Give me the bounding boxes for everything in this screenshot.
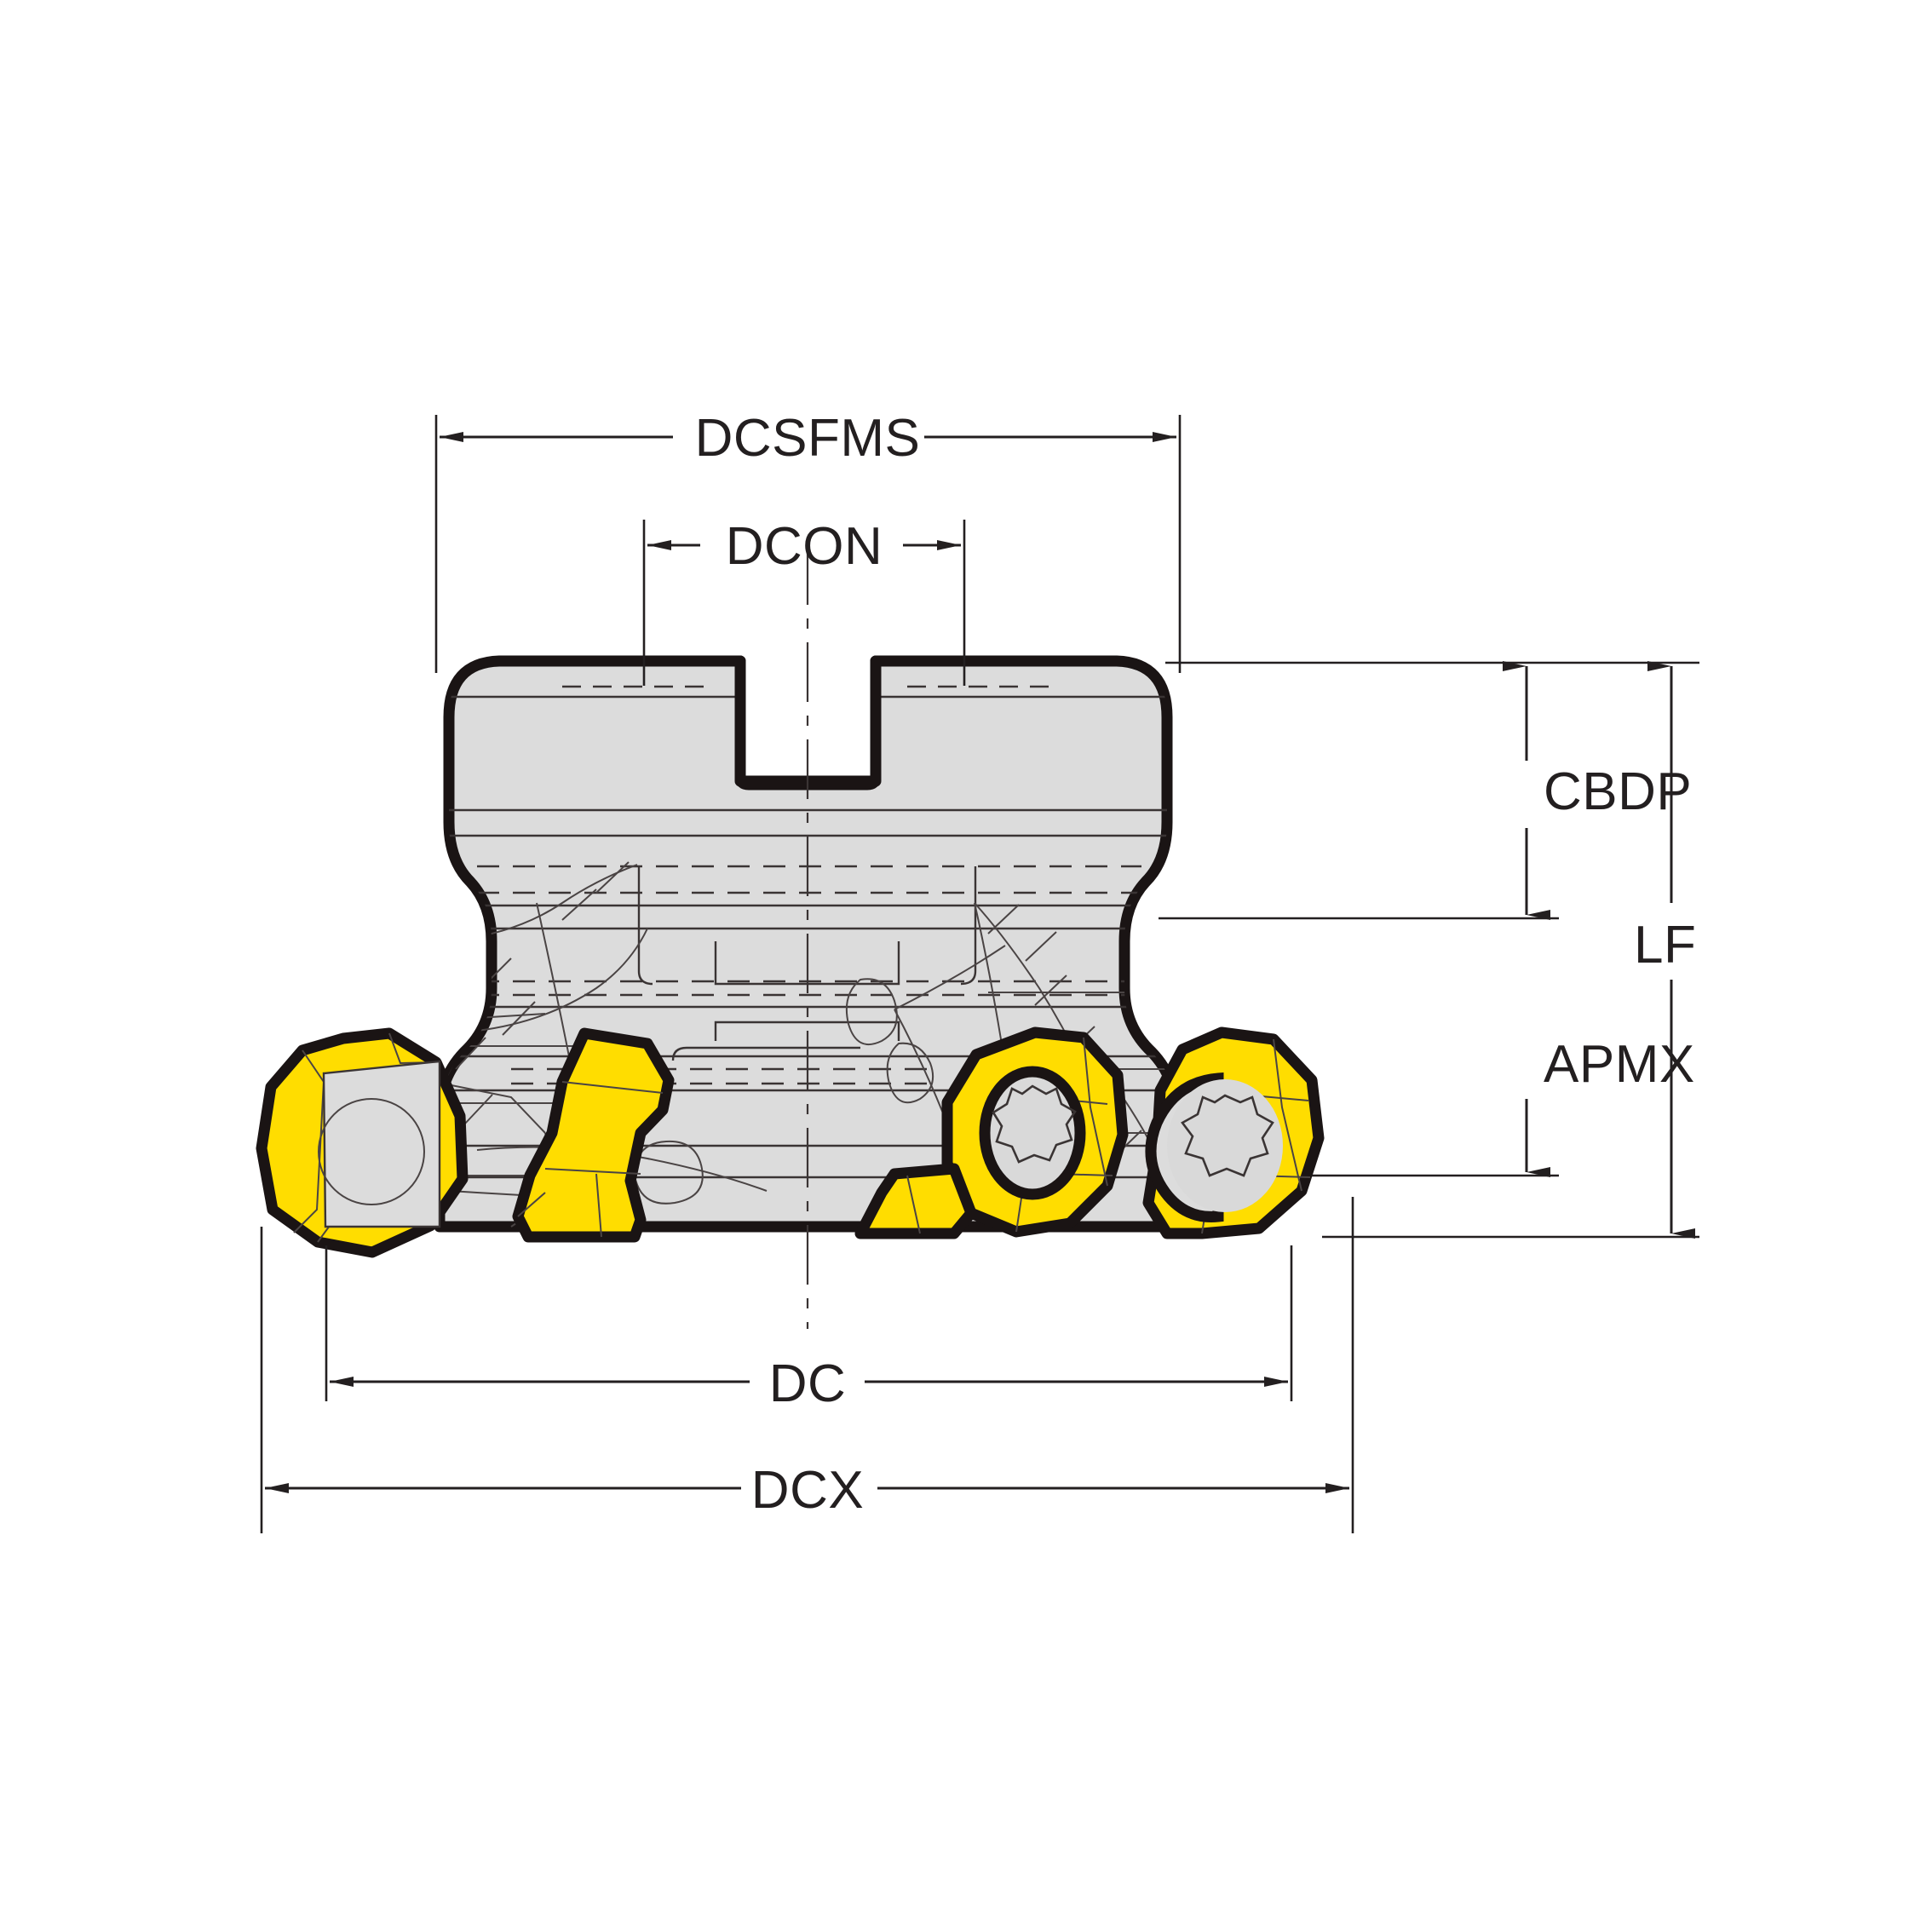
right-extension-lines xyxy=(1159,661,1699,1239)
internal-counterbore-outlines xyxy=(637,866,977,1061)
cutting-inserts-group xyxy=(256,1026,1325,1258)
flute-bore-ellipse-mid xyxy=(886,1042,934,1104)
torx-screw-center xyxy=(992,1084,1077,1164)
dimension-lf: LF xyxy=(1634,661,1696,1239)
dimension-label-apmx: APMX xyxy=(1544,1035,1695,1094)
insert-left-seat-bore xyxy=(318,1098,425,1205)
insert-left-outer-seat-shadow xyxy=(322,1060,441,1228)
dimension-label-dcsfms: DCSFMS xyxy=(695,409,921,468)
hidden-bore-lines xyxy=(477,865,1141,1085)
dimension-dc: DC xyxy=(325,1245,1293,1413)
dimension-dcon: DCON xyxy=(642,517,966,686)
insert-left-inner xyxy=(512,1027,675,1243)
dimension-label-dc: DC xyxy=(769,1354,847,1413)
insert-left-inner-facets xyxy=(517,1081,664,1238)
dimension-apmx: APMX xyxy=(1525,1035,1695,1177)
dimension-label-dcx: DCX xyxy=(751,1461,864,1520)
dimension-label-dcon: DCON xyxy=(726,517,883,576)
insert-right-inner-tail xyxy=(854,1163,977,1239)
dimension-dcx: DCX xyxy=(260,1197,1354,1533)
insert-right-outer-screw-bore xyxy=(1167,1079,1283,1212)
dimension-dcsfms: DCSFMS xyxy=(434,409,1182,673)
flute-bore-ellipse-left xyxy=(633,1140,704,1205)
flute-bore-ellipse-right xyxy=(845,978,898,1045)
dimension-cbdp: CBDP xyxy=(1503,661,1692,920)
dimension-label-cbdp: CBDP xyxy=(1544,762,1692,821)
torx-screw-right xyxy=(1181,1094,1274,1177)
dimension-label-lf: LF xyxy=(1634,916,1696,975)
